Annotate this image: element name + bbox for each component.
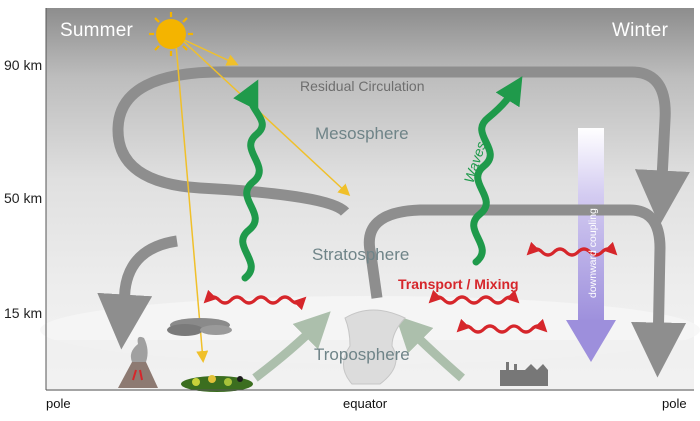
axis-equator: equator [343, 396, 388, 411]
residual-circulation-label: Residual Circulation [300, 78, 425, 94]
troposphere-label: Troposphere [314, 345, 410, 364]
transport-mixing-label: Transport / Mixing [398, 276, 519, 292]
residual-circulation-arrows [97, 66, 690, 378]
stratosphere-label: Stratosphere [312, 245, 410, 264]
sun-icon [149, 12, 193, 56]
altitude-50km: 50 km [4, 190, 43, 206]
storm-cloud-icon [343, 309, 406, 385]
downward-coupling-label: downward coupling [587, 208, 599, 298]
downward-coupling-arrow [566, 128, 616, 362]
altitude-15km: 15 km [4, 305, 43, 321]
troposphere-arrows [252, 311, 465, 382]
axis-pole-left: pole [46, 396, 71, 411]
season-winter: Winter [612, 20, 669, 41]
season-summer: Summer [60, 20, 133, 41]
mesosphere-label: Mesosphere [315, 124, 409, 143]
altitude-90km: 90 km [4, 57, 43, 73]
cloud-icon [167, 318, 232, 336]
factory-icon [500, 362, 548, 386]
transport-mixing-arrows [203, 241, 618, 334]
axis-pole-right: pole [662, 396, 687, 411]
vegetation-icon [181, 375, 253, 392]
volcano-icon [118, 336, 158, 388]
waves-arrows [233, 76, 523, 282]
sun-rays [175, 37, 351, 363]
